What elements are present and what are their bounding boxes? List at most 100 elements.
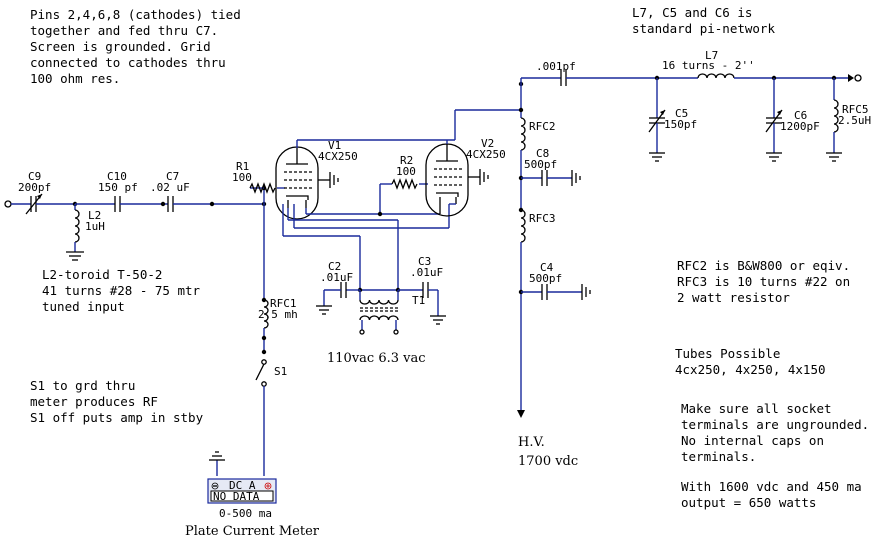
inductor-l2: L2 1uH — [66, 201, 105, 261]
svg-text:terminals.: terminals. — [681, 449, 756, 464]
svg-text:200pf: 200pf — [18, 181, 51, 194]
svg-text:DC A: DC A — [229, 479, 256, 492]
svg-text:With 1600 vdc and 450 ma: With 1600 vdc and 450 ma — [681, 479, 862, 494]
svg-text:S1 to grd thru: S1 to grd thru — [30, 378, 135, 393]
svg-text:Make sure all socket: Make sure all socket — [681, 401, 832, 416]
switch-s1: S1 — [255, 359, 287, 476]
note-s1: S1 to grd thru meter produces RF S1 off … — [30, 378, 204, 425]
svg-text:T1: T1 — [412, 294, 425, 307]
input-terminal — [4, 200, 31, 208]
svg-text:2 watt resistor: 2 watt resistor — [677, 290, 790, 305]
svg-text:100: 100 — [396, 165, 416, 178]
transformer-t1: T1 — [359, 290, 425, 335]
resistor-r2: R2 100 — [380, 154, 428, 190]
svg-text:100 ohm res.: 100 ohm res. — [30, 71, 120, 86]
svg-text:Pins 2,4,6,8 (cathodes) tied: Pins 2,4,6,8 (cathodes) tied — [30, 7, 241, 22]
svg-text:R2: R2 — [400, 154, 413, 167]
note-sockets: Make sure all socket terminals are ungro… — [681, 401, 869, 464]
capacitor-c10: C10 150 pf — [98, 170, 138, 212]
svg-text:C4: C4 — [540, 261, 554, 274]
capacitor-c9: C9 200pf — [18, 170, 75, 215]
svg-text:RFC1: RFC1 — [270, 297, 297, 310]
svg-text:S1 off puts amp in stby: S1 off puts amp in stby — [30, 410, 204, 425]
meter-range: 0-500 ma — [219, 507, 272, 520]
svg-text:2.5 mh: 2.5 mh — [258, 308, 298, 321]
svg-text:standard pi-network: standard pi-network — [632, 21, 775, 36]
capacitor-c6: C6 1200pF — [765, 78, 820, 162]
inductor-rfc3: RFC3 — [518, 207, 556, 416]
transformer-voltage-label: 110vac 6.3 vac — [327, 351, 426, 366]
capacitor-output-coupling: .001pf — [520, 60, 698, 86]
note-cathodes: Pins 2,4,6,8 (cathodes) tied together an… — [30, 7, 241, 86]
svg-text:C5: C5 — [675, 107, 688, 120]
capacitor-c8: C8 500pf — [521, 147, 581, 186]
svg-text:4CX250: 4CX250 — [318, 150, 358, 163]
svg-text:output = 650 watts: output = 650 watts — [681, 495, 816, 510]
capacitor-c7: C7 .02 uF — [150, 170, 190, 212]
svg-text:meter produces RF: meter produces RF — [30, 394, 158, 409]
svg-text:500pf: 500pf — [524, 158, 557, 171]
svg-text:C8: C8 — [536, 147, 549, 160]
note-output: With 1600 vdc and 450 ma output = 650 wa… — [681, 479, 862, 510]
capacitor-c2: C2 .01uF — [316, 260, 360, 315]
svg-text:V1: V1 — [328, 139, 341, 152]
svg-text:500pf: 500pf — [529, 272, 562, 285]
svg-text:.001pf: .001pf — [536, 60, 576, 73]
svg-text:RFC2 is B&W800 or eqiv.: RFC2 is B&W800 or eqiv. — [677, 258, 850, 273]
capacitor-c5: C5 150pf — [648, 78, 697, 162]
tube-v2: V2 4CX250 — [425, 137, 506, 217]
svg-text:No internal caps on: No internal caps on — [681, 433, 824, 448]
svg-text:2.5uH: 2.5uH — [838, 114, 871, 127]
svg-text:1700 vdc: 1700 vdc — [518, 454, 578, 469]
svg-text:terminals are ungrounded.: terminals are ungrounded. — [681, 417, 869, 432]
svg-text:RFC3 is 10 turns #22 on: RFC3 is 10 turns #22 on — [677, 274, 850, 289]
svg-text:Tubes Possible: Tubes Possible — [675, 346, 780, 361]
svg-text:C10: C10 — [107, 170, 127, 183]
inductor-rfc5: RFC5 2.5uH — [826, 78, 871, 162]
svg-text:connected to cathodes thru: connected to cathodes thru — [30, 55, 226, 70]
capacitor-c3: C3 .01uF — [398, 255, 446, 325]
svg-text:4CX250: 4CX250 — [466, 148, 506, 161]
svg-text:C9: C9 — [28, 170, 41, 183]
svg-text:NO DATA: NO DATA — [213, 490, 260, 503]
svg-text:H.V.: H.V. — [518, 435, 545, 450]
svg-text:4cx250, 4x250, 4x150: 4cx250, 4x250, 4x150 — [675, 362, 826, 377]
output-terminal — [848, 74, 862, 82]
svg-text:V2: V2 — [481, 137, 494, 150]
svg-text:L2: L2 — [88, 209, 101, 222]
svg-text:.02 uF: .02 uF — [150, 181, 190, 194]
svg-text:100: 100 — [232, 171, 252, 184]
note-l2: L2-toroid T-50-2 41 turns #28 - 75 mtr t… — [42, 267, 201, 314]
svg-text:1uH: 1uH — [85, 220, 105, 233]
svg-text:S1: S1 — [274, 365, 287, 378]
svg-text:L7, C5 and C6 is: L7, C5 and C6 is — [632, 5, 752, 20]
svg-text:150pf: 150pf — [664, 118, 697, 131]
svg-text:L7: L7 — [705, 49, 718, 62]
inductor-rfc1: RFC1 2.5 mh — [258, 297, 298, 355]
svg-text:16 turns - 2'': 16 turns - 2'' — [662, 59, 755, 72]
svg-text:tuned input: tuned input — [42, 299, 125, 314]
svg-text:41 turns #28 - 75 mtr: 41 turns #28 - 75 mtr — [42, 283, 201, 298]
inductor-l7: L7 16 turns - 2'' — [662, 49, 848, 79]
ammeter: DC A NO DATA — [207, 451, 277, 504]
svg-text:C3: C3 — [418, 255, 431, 268]
note-rfc: RFC2 is B&W800 or eqiv. RFC3 is 10 turns… — [677, 258, 850, 305]
svg-text:.01uF: .01uF — [410, 266, 443, 279]
svg-text:150 pf: 150 pf — [98, 181, 138, 194]
capacitor-c4: C4 500pf — [521, 261, 591, 300]
svg-text:C2: C2 — [328, 260, 341, 273]
svg-text:L2-toroid T-50-2: L2-toroid T-50-2 — [42, 267, 162, 282]
svg-text:RFC2: RFC2 — [529, 120, 556, 133]
note-pi-network: L7, C5 and C6 is standard pi-network — [632, 5, 775, 36]
svg-text:1200pF: 1200pF — [780, 120, 820, 133]
note-tubes: Tubes Possible 4cx250, 4x250, 4x150 — [675, 346, 826, 377]
meter-caption: Plate Current Meter — [185, 524, 320, 539]
svg-text:C6: C6 — [794, 109, 807, 122]
hv-terminal: H.V. 1700 vdc — [517, 410, 578, 469]
resistor-r1: R1 100 — [232, 160, 285, 194]
svg-text:Screen is grounded. Grid: Screen is grounded. Grid — [30, 39, 211, 54]
svg-text:C7: C7 — [166, 170, 179, 183]
tube-v1: V1 4CX250 — [275, 139, 358, 220]
svg-text:together and fed thru C7.: together and fed thru C7. — [30, 23, 218, 38]
